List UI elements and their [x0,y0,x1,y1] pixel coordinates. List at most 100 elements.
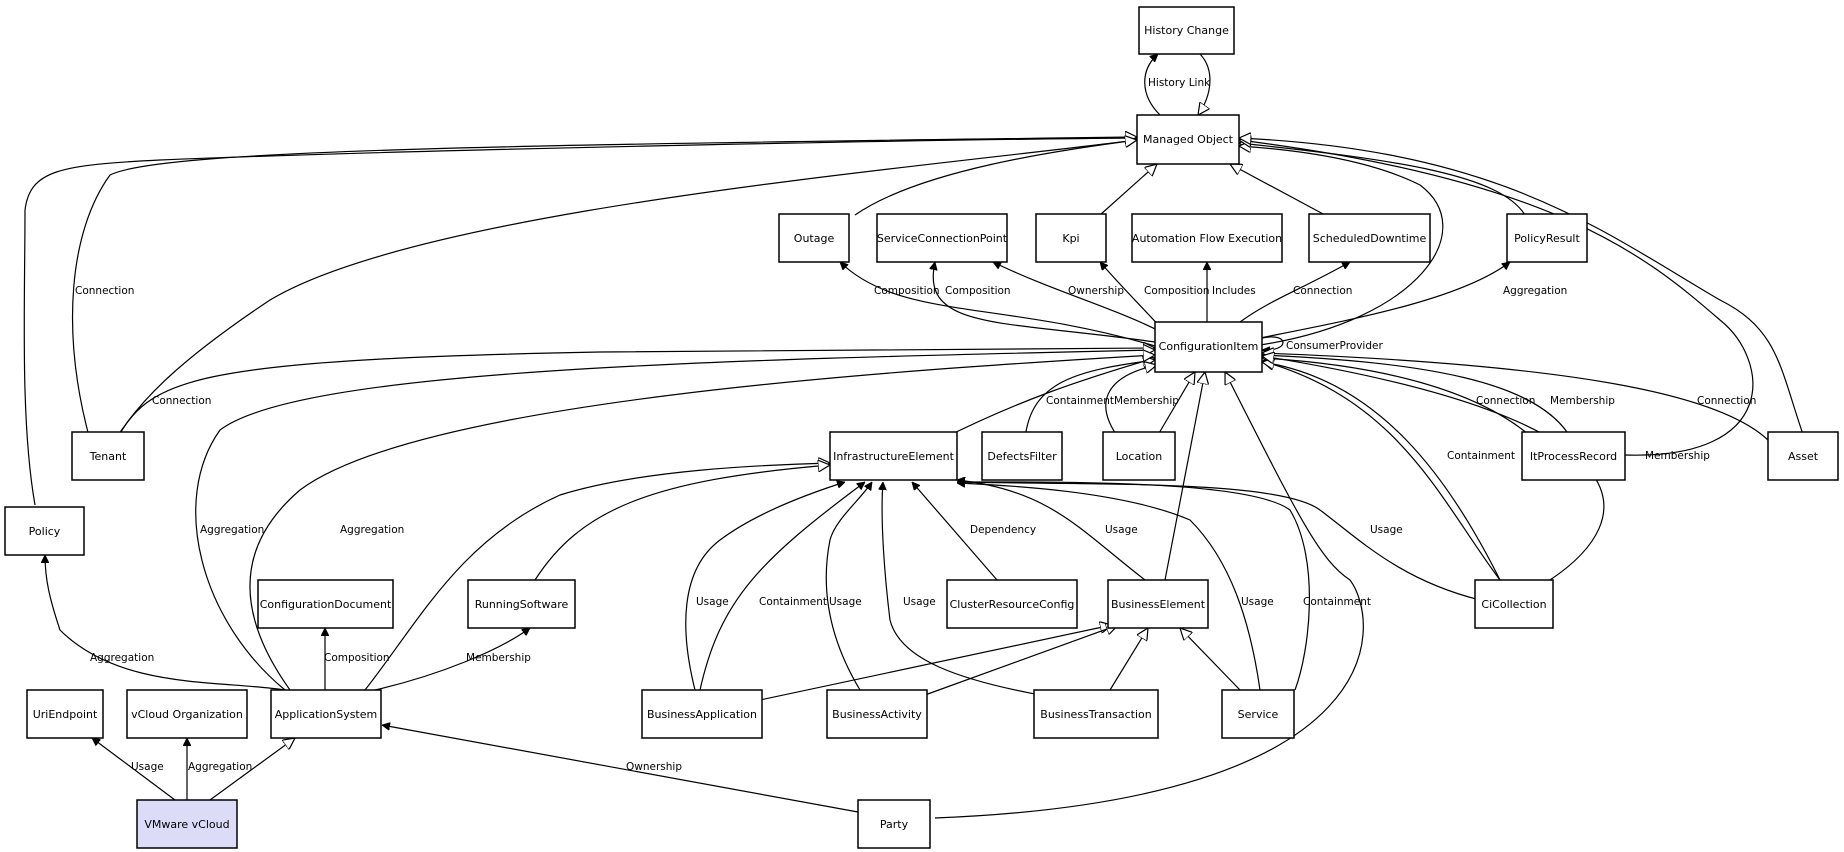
node-label: ClusterResourceConfig [950,598,1075,611]
node-service[interactable]: Service [1221,689,1295,739]
label-ba-usage: Usage [696,596,729,608]
edge-history-link [1144,54,1161,116]
node-label: InfrastructureElement [833,450,954,463]
node-label: Tenant [89,450,127,463]
node-label: CiCollection [1481,598,1546,611]
node-location[interactable]: Location [1102,431,1176,481]
node-infrastructure-element[interactable]: InfrastructureElement [829,431,958,481]
node-label: Asset [1788,450,1819,463]
edge-loc-ci [1105,365,1157,441]
edge-rs-ie [534,465,830,581]
edge-asset-ci [1262,353,1769,441]
edge-bact-be [924,625,1118,696]
node-label: Policy [29,525,61,538]
node-label: ScheduledDowntime [1313,232,1427,245]
node-defects-filter[interactable]: DefectsFilter [981,431,1063,481]
node-label: Managed Object [1143,133,1234,146]
edge-tenant-ci [114,348,1155,443]
edge-bt-be [1109,628,1148,691]
edge-asset-mo [1239,138,1806,441]
node-running-software[interactable]: RunningSoftware [467,579,576,629]
node-label: Service [1238,708,1279,721]
node-cluster-resource-config[interactable]: ClusterResourceConfig [946,579,1078,629]
label-as-aggregation-1: Aggregation [200,524,264,536]
label-as-membership: Membership [466,652,531,664]
node-ci-collection[interactable]: CiCollection [1474,579,1554,629]
edge-as-ci-agg2 [249,355,1155,691]
node-history-change[interactable]: History Change [1138,6,1235,55]
node-scheduled-downtime[interactable]: ScheduledDowntime [1308,213,1431,263]
node-it-process-record[interactable]: ItProcessRecord [1521,431,1626,481]
node-party[interactable]: Party [857,799,931,849]
node-label: BusinessApplication [647,708,757,721]
edge-policy-mo [23,138,1137,506]
edge-bt-ie [882,482,1041,696]
edge-kpi-mo [1099,164,1157,216]
edge-ci-scp [933,262,1156,343]
node-label: BusinessActivity [832,708,922,721]
node-label: ApplicationSystem [275,708,377,721]
edge-ci-self [1262,336,1284,350]
label-kpi-ownership: Ownership [1068,285,1124,297]
node-vcloud-organization[interactable]: vCloud Organization [126,689,248,739]
node-label: Party [880,818,909,831]
node-label: Kpi [1062,232,1079,245]
label-consumer-provider: ConsumerProvider [1286,340,1383,352]
node-business-transaction[interactable]: BusinessTransaction [1033,689,1159,739]
label-tenant-connection-mo: Connection [75,285,134,297]
label-loc-membership: Membership [1114,395,1179,407]
node-application-system[interactable]: ApplicationSystem [270,689,382,739]
label-pr-aggregation: Aggregation [1503,285,1567,297]
edge-tenant-mo-connection [71,137,1137,441]
node-label: DefectsFilter [987,450,1057,463]
node-business-activity[interactable]: BusinessActivity [826,689,928,739]
node-business-application[interactable]: BusinessApplication [641,689,763,739]
label-as-policy-aggregation: Aggregation [90,652,154,664]
edge-ba-ie [685,482,845,691]
label-asset-connection: Connection [1697,395,1756,407]
node-business-element[interactable]: BusinessElement [1107,579,1209,629]
node-service-connection-point[interactable]: ServiceConnectionPoint [876,213,1008,263]
edge-as-policy [45,555,286,691]
edge-svc-be [1180,628,1241,691]
node-configuration-item[interactable]: ConfigurationItem [1154,321,1263,373]
label-vc-usage: Usage [131,761,164,773]
node-label: BusinessTransaction [1040,708,1151,721]
edge-sd-mo [1230,164,1326,216]
node-label: Location [1116,450,1163,463]
label-scp-composition: Composition [945,285,1011,297]
node-configuration-document[interactable]: ConfigurationDocument [257,579,394,629]
edge-be-ci [1164,372,1205,581]
node-uri-endpoint[interactable]: UriEndpoint [26,689,104,739]
node-outage[interactable]: Outage [778,213,850,263]
node-vmware-vcloud[interactable]: VMware vCloud [136,799,238,849]
node-label: RunningSoftware [475,598,569,611]
label-svc-containment: Containment [1303,596,1371,608]
node-policy-result[interactable]: PolicyResult [1506,213,1588,263]
edge-cic-ci [1262,361,1501,581]
edge-ie-ci [939,358,1155,441]
node-asset[interactable]: Asset [1767,431,1839,481]
edge-as-rs [374,628,530,691]
edge-ba-ie-cont [699,482,865,691]
edge-vc-uri [92,738,176,801]
edge-labels: History Link Connection Connection Compo… [75,77,1756,773]
node-tenant[interactable]: Tenant [71,431,145,481]
edge-ci-outage [840,262,1156,347]
label-as-composition: Composition [324,652,390,664]
edge-cic-ie [957,482,1481,601]
label-cic-membership: Membership [1645,450,1710,462]
node-kpi[interactable]: Kpi [1035,213,1107,263]
node-managed-object[interactable]: Managed Object [1136,114,1240,165]
node-policy[interactable]: Policy [4,506,85,556]
label-party-ownership: Ownership [626,761,682,773]
edge-df-ci [1024,360,1155,441]
edge-ci-sd [1239,261,1350,323]
node-label: Outage [794,232,835,245]
edge-itpr-ci [1262,358,1536,441]
node-automation-flow-execution[interactable]: Automation Flow Execution [1131,213,1283,263]
edge-party-ci [934,372,1364,819]
label-be-usage: Usage [1105,524,1138,536]
label-kpi-composition: Composition [1144,285,1210,297]
